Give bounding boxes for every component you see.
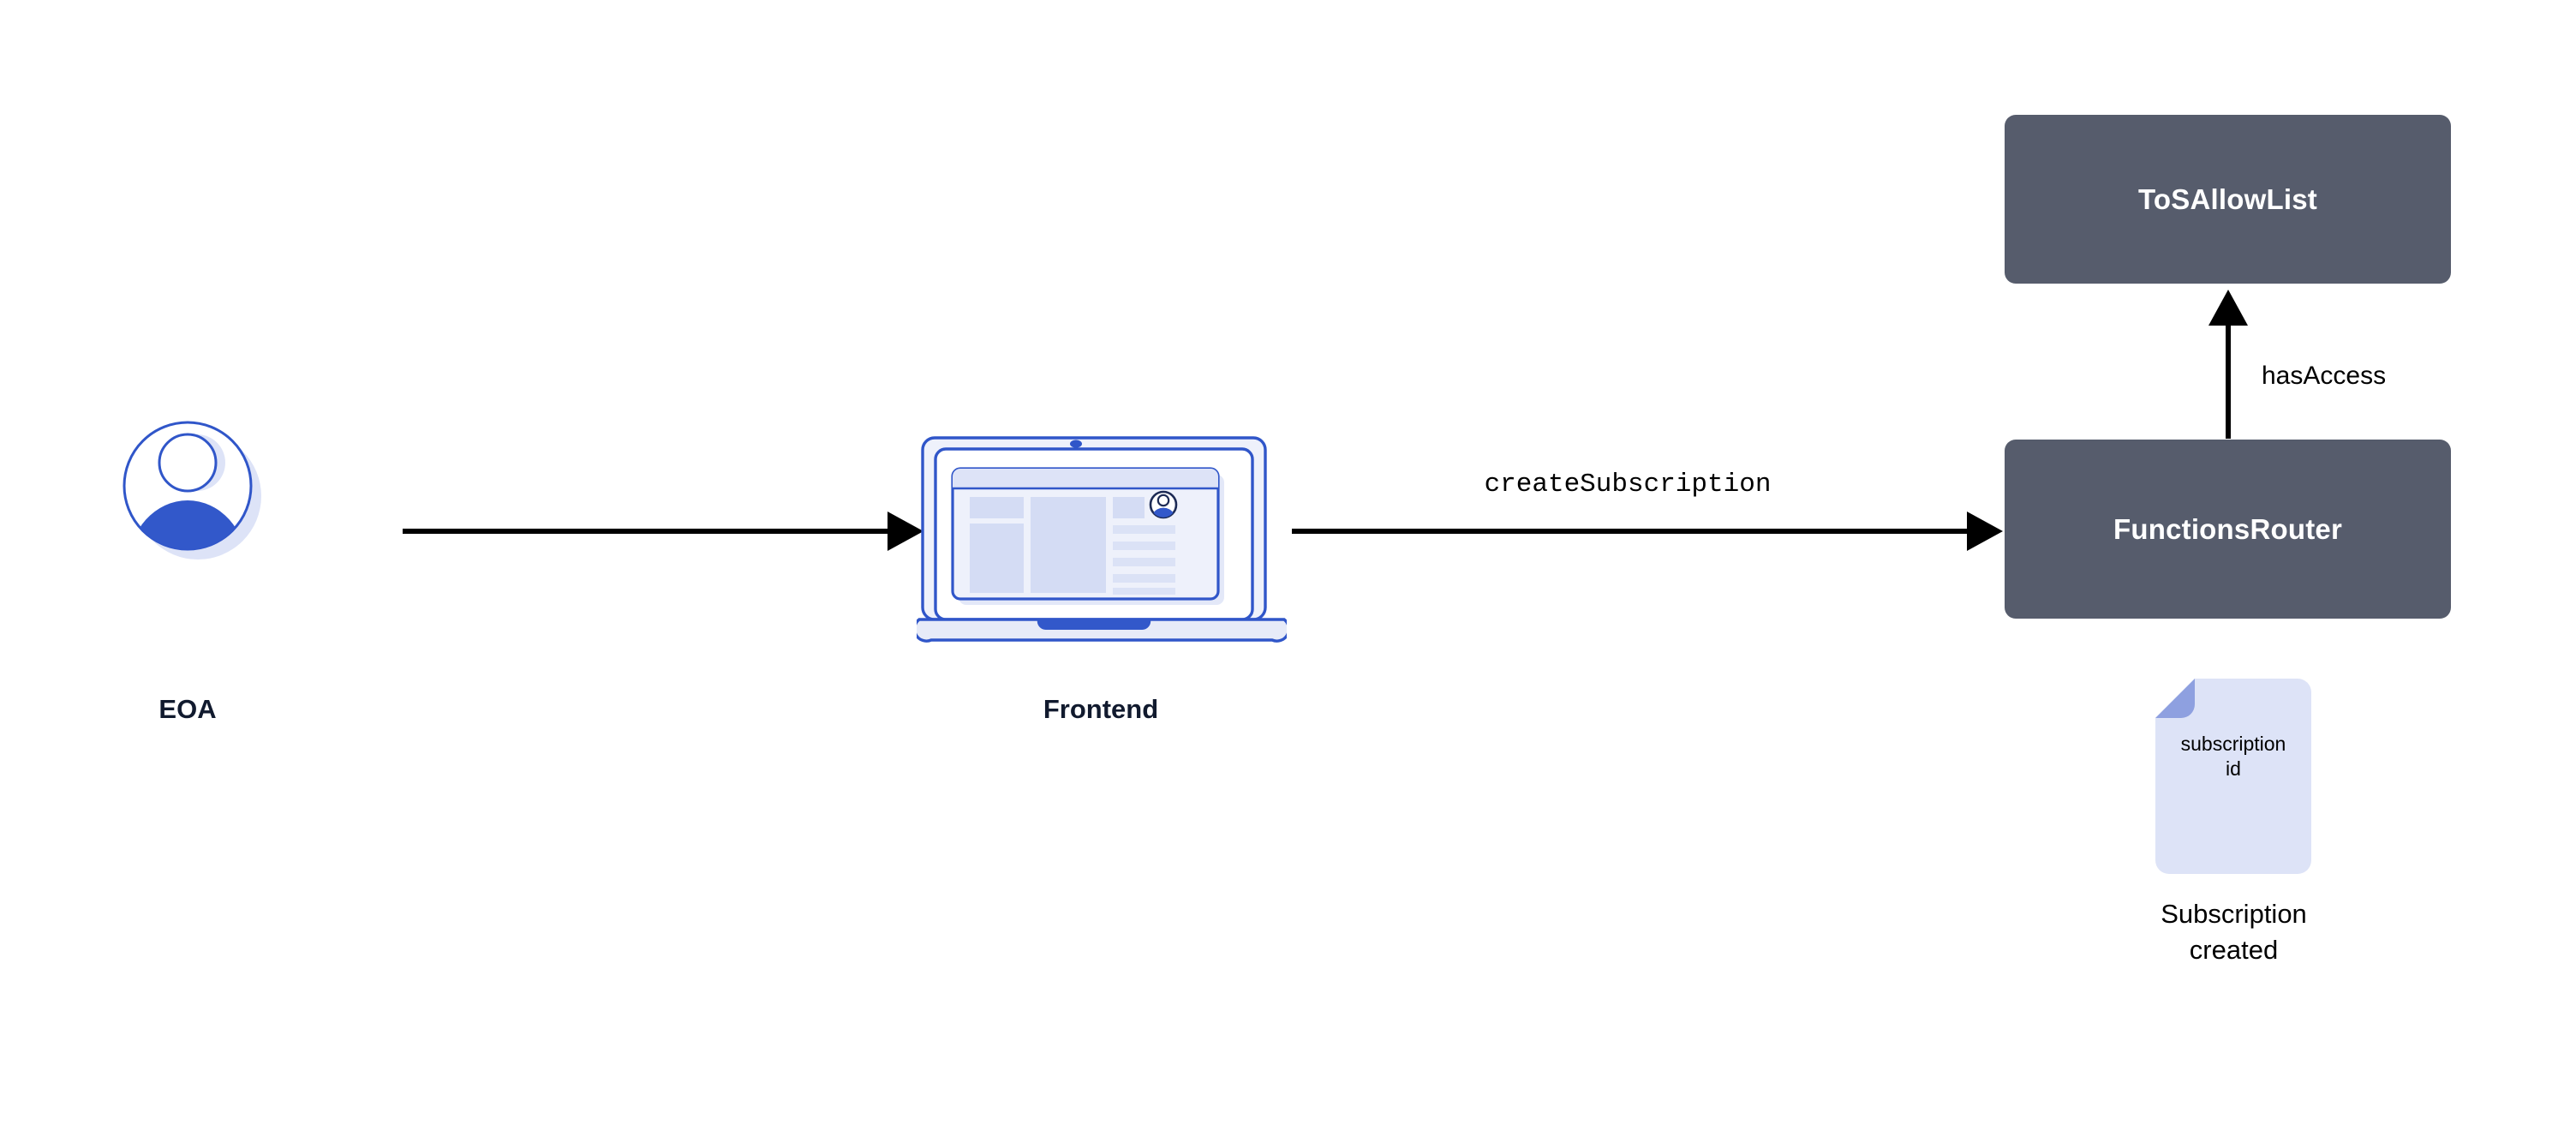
- document-inner-line2: id: [2226, 757, 2241, 781]
- arrow-frontend-to-functions-router: [1292, 512, 2003, 551]
- arrow-functions-router-to-tos-allow-list: [2208, 290, 2248, 439]
- arrow-eoa-to-frontend: [403, 512, 923, 551]
- document-inner-line1: subscription: [2180, 733, 2286, 755]
- actor-label-frontend: Frontend: [1043, 694, 1159, 724]
- node-functions-router[interactable]: FunctionsRouter: [2005, 440, 2451, 619]
- screen-user-avatar-icon: [1149, 490, 1178, 519]
- document-inner-text: subscription id: [2154, 732, 2313, 782]
- edge-label-has-access: hasAccess: [2262, 362, 2387, 390]
- artifact-caption-subscription-created: Subscription created: [2095, 896, 2373, 968]
- laptop-icon: [912, 432, 1291, 651]
- node-label-tos-allow-list: ToSAllowList: [2138, 183, 2317, 215]
- artifact-caption-line2: created: [2189, 934, 2279, 965]
- edge-label-create-subscription: createSubscription: [1484, 470, 1772, 500]
- document-icon: subscription id: [2154, 677, 2313, 876]
- node-label-functions-router: FunctionsRouter: [2113, 512, 2342, 545]
- user-avatar-icon: [118, 416, 269, 567]
- node-tos-allow-list[interactable]: ToSAllowList: [2005, 115, 2451, 284]
- actor-label-eoa: EOA: [158, 694, 217, 724]
- artifact-caption-line1: Subscription: [2161, 899, 2307, 929]
